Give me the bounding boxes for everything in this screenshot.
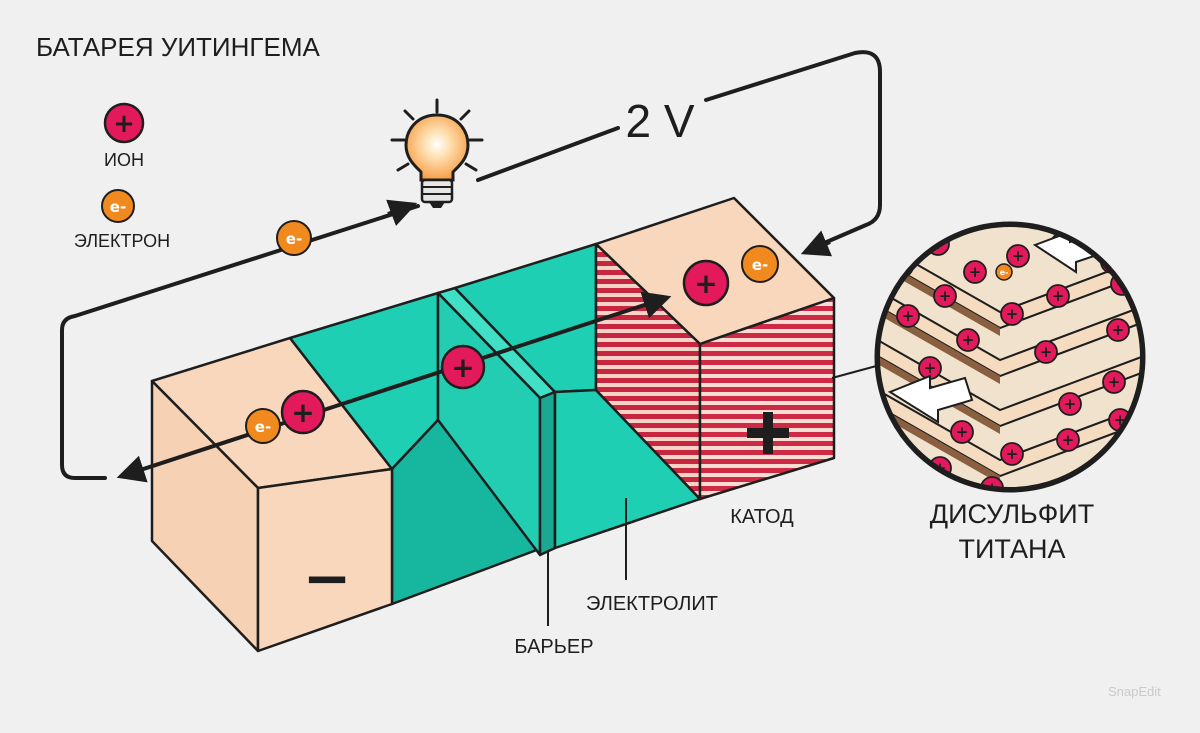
svg-text:+: + (1064, 395, 1077, 413)
svg-text:+: + (1006, 445, 1019, 463)
svg-text:+: + (902, 307, 915, 325)
pointer-lines (547, 364, 881, 626)
svg-text:+: + (451, 351, 474, 384)
legend-ion-icon: + (103, 102, 145, 144)
cathode-plus-sign (747, 412, 789, 454)
zoom-circle: +++++++++++++++++++++++ e- (874, 221, 1146, 497)
svg-text:+: + (1012, 247, 1025, 265)
cathode-ion-icon: + (682, 259, 730, 307)
wire-electron-icon: e- (276, 220, 312, 256)
electrolyte-label: ЭЛЕКТРОЛИТ (586, 593, 718, 615)
svg-text:+: + (939, 287, 952, 305)
svg-text:+: + (924, 359, 937, 377)
current-arrow-left (386, 199, 418, 226)
zoom-ion-icon: + (1058, 392, 1082, 416)
barrier-edge (538, 390, 557, 557)
cathode-front (698, 296, 836, 501)
svg-text:+: + (1040, 343, 1053, 361)
zoom-electron-icon: e- (995, 263, 1013, 281)
svg-text:+: + (291, 396, 314, 429)
svg-text:+: + (1062, 431, 1075, 449)
zoom-ion-icon: + (963, 260, 987, 284)
anode-minus-sign: − (303, 544, 352, 612)
wire-right (704, 50, 882, 252)
svg-text:e-: e- (752, 256, 768, 274)
zoom-ion-icon: + (1006, 244, 1030, 268)
legend: + ИОН e- ЭЛЕКТРОН (74, 102, 170, 251)
zoom-label-line1: ДИСУЛЬФИТ (930, 499, 1094, 529)
zoom-ion-icon: + (1056, 428, 1080, 452)
watermark: SnapEdit (1108, 684, 1161, 699)
zoom-ion-icon: + (933, 284, 957, 308)
zoom-ion-icon: + (1102, 370, 1126, 394)
zoom-ion-icon: + (918, 356, 942, 380)
svg-text:+: + (113, 109, 135, 139)
wire-left (60, 204, 420, 480)
svg-text:+: + (986, 479, 999, 497)
zoom-arrow-bottom (887, 374, 974, 424)
svg-text:e-: e- (110, 198, 126, 216)
ion-path-arrow (116, 291, 672, 483)
svg-text:e-: e- (286, 230, 302, 248)
svg-text:+: + (956, 423, 969, 441)
light-bulb-icon (390, 98, 484, 208)
wire-middle (476, 126, 620, 182)
svg-text:+: + (962, 331, 975, 349)
anode-electron-icon: e- (245, 408, 281, 444)
cathode-label: КАТОД (730, 506, 794, 528)
zoom-ion-icon: + (896, 304, 920, 328)
svg-text:+: + (1052, 287, 1065, 305)
svg-text:+: + (969, 263, 982, 281)
cathode-electron-icon: e- (741, 245, 779, 283)
page-title: БАТАРЕЯ УИТИНГЕМА (36, 32, 320, 62)
legend-electron-label: ЭЛЕКТРОН (74, 231, 170, 251)
voltage-label: 2 V (625, 95, 694, 147)
zoom-ion-icon: + (1106, 318, 1130, 342)
external-circuit (60, 50, 882, 480)
zoom-ion-icon: + (956, 328, 980, 352)
current-arrow-right (800, 230, 833, 257)
zoom-ion-icon: + (950, 420, 974, 444)
barrier-ion-icon: + (440, 344, 486, 390)
legend-ion-label: ИОН (104, 150, 144, 170)
zoom-ion-icon: + (1000, 302, 1024, 326)
barrier-label: БАРЬЕР (514, 636, 593, 658)
svg-text:e-: e- (1000, 268, 1009, 277)
svg-text:+: + (1006, 305, 1019, 323)
svg-text:+: + (1112, 321, 1125, 339)
svg-text:e-: e- (255, 418, 271, 436)
svg-text:+: + (694, 267, 717, 300)
legend-electron-icon: e- (101, 189, 135, 223)
zoom-ion-icon: + (1000, 442, 1024, 466)
zoom-ion-icon: + (1046, 284, 1070, 308)
anode-ion-icon: + (280, 389, 326, 435)
zoom-label-line2: ТИТАНА (958, 534, 1065, 564)
zoom-ion-icon: + (1034, 340, 1058, 364)
svg-text:+: + (1108, 373, 1121, 391)
